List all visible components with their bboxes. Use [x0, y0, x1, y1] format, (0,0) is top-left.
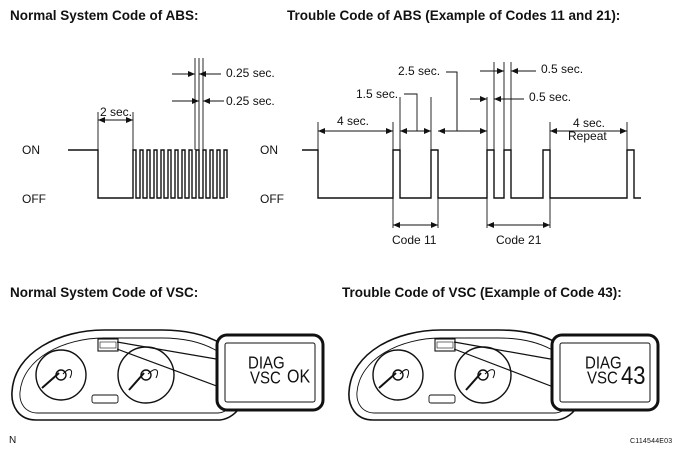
abs-trouble-on-label: ON — [260, 143, 278, 157]
abs-normal-waveform — [68, 149, 228, 199]
vsc-normal-display-callout — [215, 333, 325, 412]
footer-figure-id: C114544E03 — [630, 438, 673, 445]
abs-normal-title: Normal System Code of ABS: — [10, 8, 199, 23]
vsc-normal-left-gauge — [35, 349, 87, 401]
abs-trouble-off-label: OFF — [260, 192, 284, 206]
vsc-trouble-display-line1: DIAG — [585, 353, 622, 374]
abs-trouble-code21-label: Code 21 — [496, 233, 542, 247]
vsc-trouble-title: Trouble Code of VSC (Example of Code 43)… — [342, 285, 622, 300]
vsc-normal-display-value: OK — [287, 367, 311, 388]
abs-normal-2sec-label: 2 sec. — [100, 105, 133, 119]
abs-trouble-waveform — [302, 149, 641, 199]
vsc-normal-display-line2: VSC — [250, 368, 281, 389]
abs-normal-on-label: ON — [22, 143, 40, 157]
abs-trouble-code11-label: Code 11 — [392, 233, 437, 247]
vsc-trouble-left-gauge — [372, 349, 424, 401]
vsc-trouble-small-display — [434, 338, 456, 352]
vsc-trouble-display-value: 43 — [621, 361, 646, 390]
abs-trouble-05b-label: 0.5 sec. — [529, 90, 572, 104]
vsc-normal-display-line1: DIAG — [248, 353, 285, 374]
vsc-normal-cluster — [11, 329, 249, 421]
abs-normal-off-label: OFF — [22, 192, 46, 206]
abs-trouble-15-leader — [404, 93, 418, 131]
abs-trouble-05a-label: 0.5 sec. — [541, 62, 584, 76]
vsc-trouble-cluster — [348, 329, 586, 421]
abs-trouble-25-leader — [446, 71, 458, 131]
abs-normal-025a-label: 0.25 sec. — [226, 66, 275, 80]
vsc-trouble-display-line2: VSC — [587, 368, 618, 389]
abs-trouble-4sec-label: 4 sec. — [337, 114, 370, 128]
vsc-trouble-display-callout — [550, 333, 660, 412]
vsc-normal-title: Normal System Code of VSC: — [10, 285, 199, 300]
abs-trouble-title: Trouble Code of ABS (Example of Codes 11… — [287, 8, 621, 23]
vsc-normal-small-display — [97, 338, 119, 352]
abs-trouble-4sec-repeat-label: 4 sec. — [573, 116, 606, 130]
abs-trouble-25sec-label: 2.5 sec. — [398, 64, 441, 78]
footer-left-mark: N — [9, 435, 17, 446]
abs-normal-025b-label: 0.25 sec. — [226, 94, 275, 108]
abs-trouble-15sec-label: 1.5 sec. — [356, 87, 399, 101]
